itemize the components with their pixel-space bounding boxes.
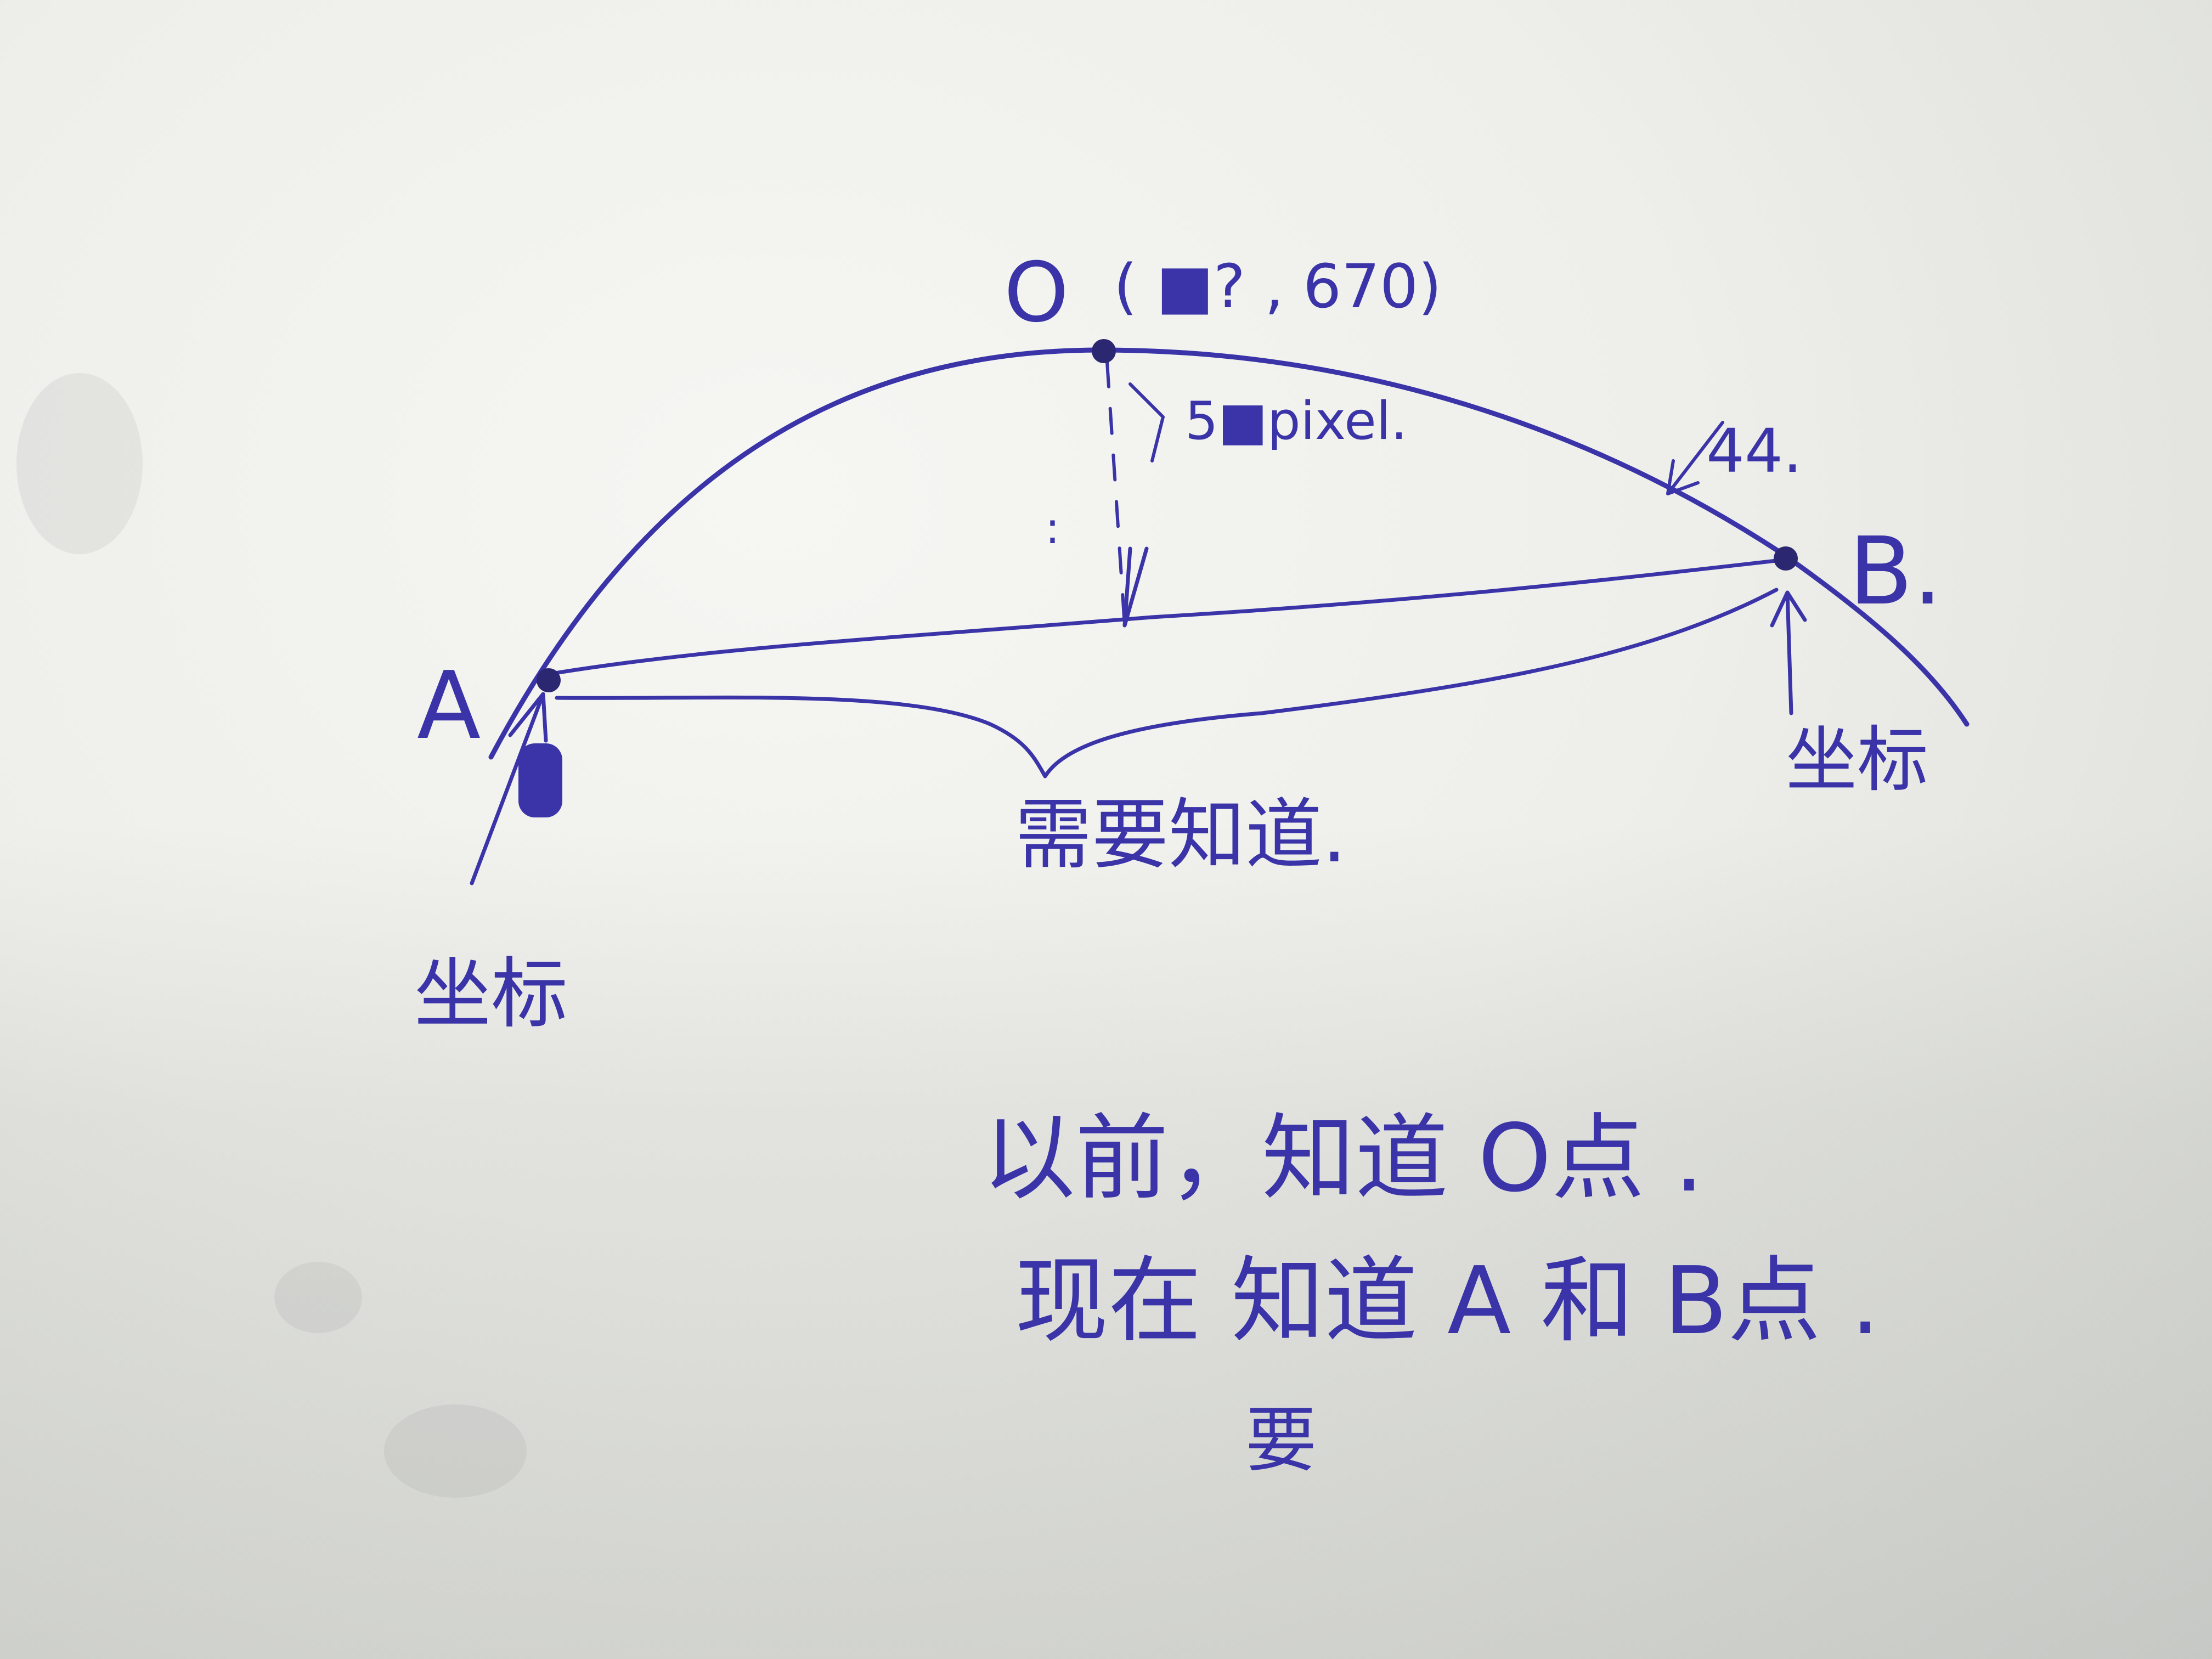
paper-shadow bbox=[0, 823, 2212, 1659]
note-line-2-insert: 要 bbox=[1245, 1398, 1317, 1482]
note-line-1: 以前，知道 O点 . bbox=[982, 1104, 1704, 1213]
chord-line bbox=[549, 557, 1788, 676]
arc-label: 44. bbox=[1706, 416, 1802, 486]
arc-curve bbox=[488, 347, 1970, 760]
point-o-dot bbox=[1092, 339, 1116, 363]
paper-stain bbox=[274, 1262, 362, 1333]
point-b-dot bbox=[1774, 546, 1798, 571]
point-b-label: B. bbox=[1849, 517, 1943, 626]
point-a-label: A bbox=[417, 652, 481, 760]
point-o-label: O bbox=[1004, 245, 1069, 341]
point-a-arrow bbox=[470, 692, 548, 885]
point-a-scribble bbox=[518, 743, 562, 817]
offset-bracket bbox=[1128, 382, 1165, 462]
colon-mark: : bbox=[1045, 503, 1060, 554]
offset-label: 5■pixel. bbox=[1185, 391, 1407, 452]
offset-dashed-line bbox=[1105, 360, 1126, 627]
arc-label-arrow bbox=[1666, 421, 1724, 495]
point-a-dot bbox=[537, 668, 561, 692]
point-b-note: 坐标 bbox=[1786, 718, 1928, 802]
paper-stain bbox=[384, 1404, 527, 1498]
point-b-arrow bbox=[1770, 590, 1807, 715]
paper-stain bbox=[16, 373, 143, 554]
chord-brace bbox=[555, 588, 1779, 778]
point-o-coords: ( ■? , 670) bbox=[1114, 251, 1442, 321]
note-line-2: 现在 知道 A 和 B点 . bbox=[1015, 1247, 1880, 1356]
offset-arrow-head bbox=[1122, 546, 1149, 628]
point-a-note: 坐标 bbox=[414, 950, 568, 1039]
chord-label: 需要知道. bbox=[1015, 791, 1347, 880]
